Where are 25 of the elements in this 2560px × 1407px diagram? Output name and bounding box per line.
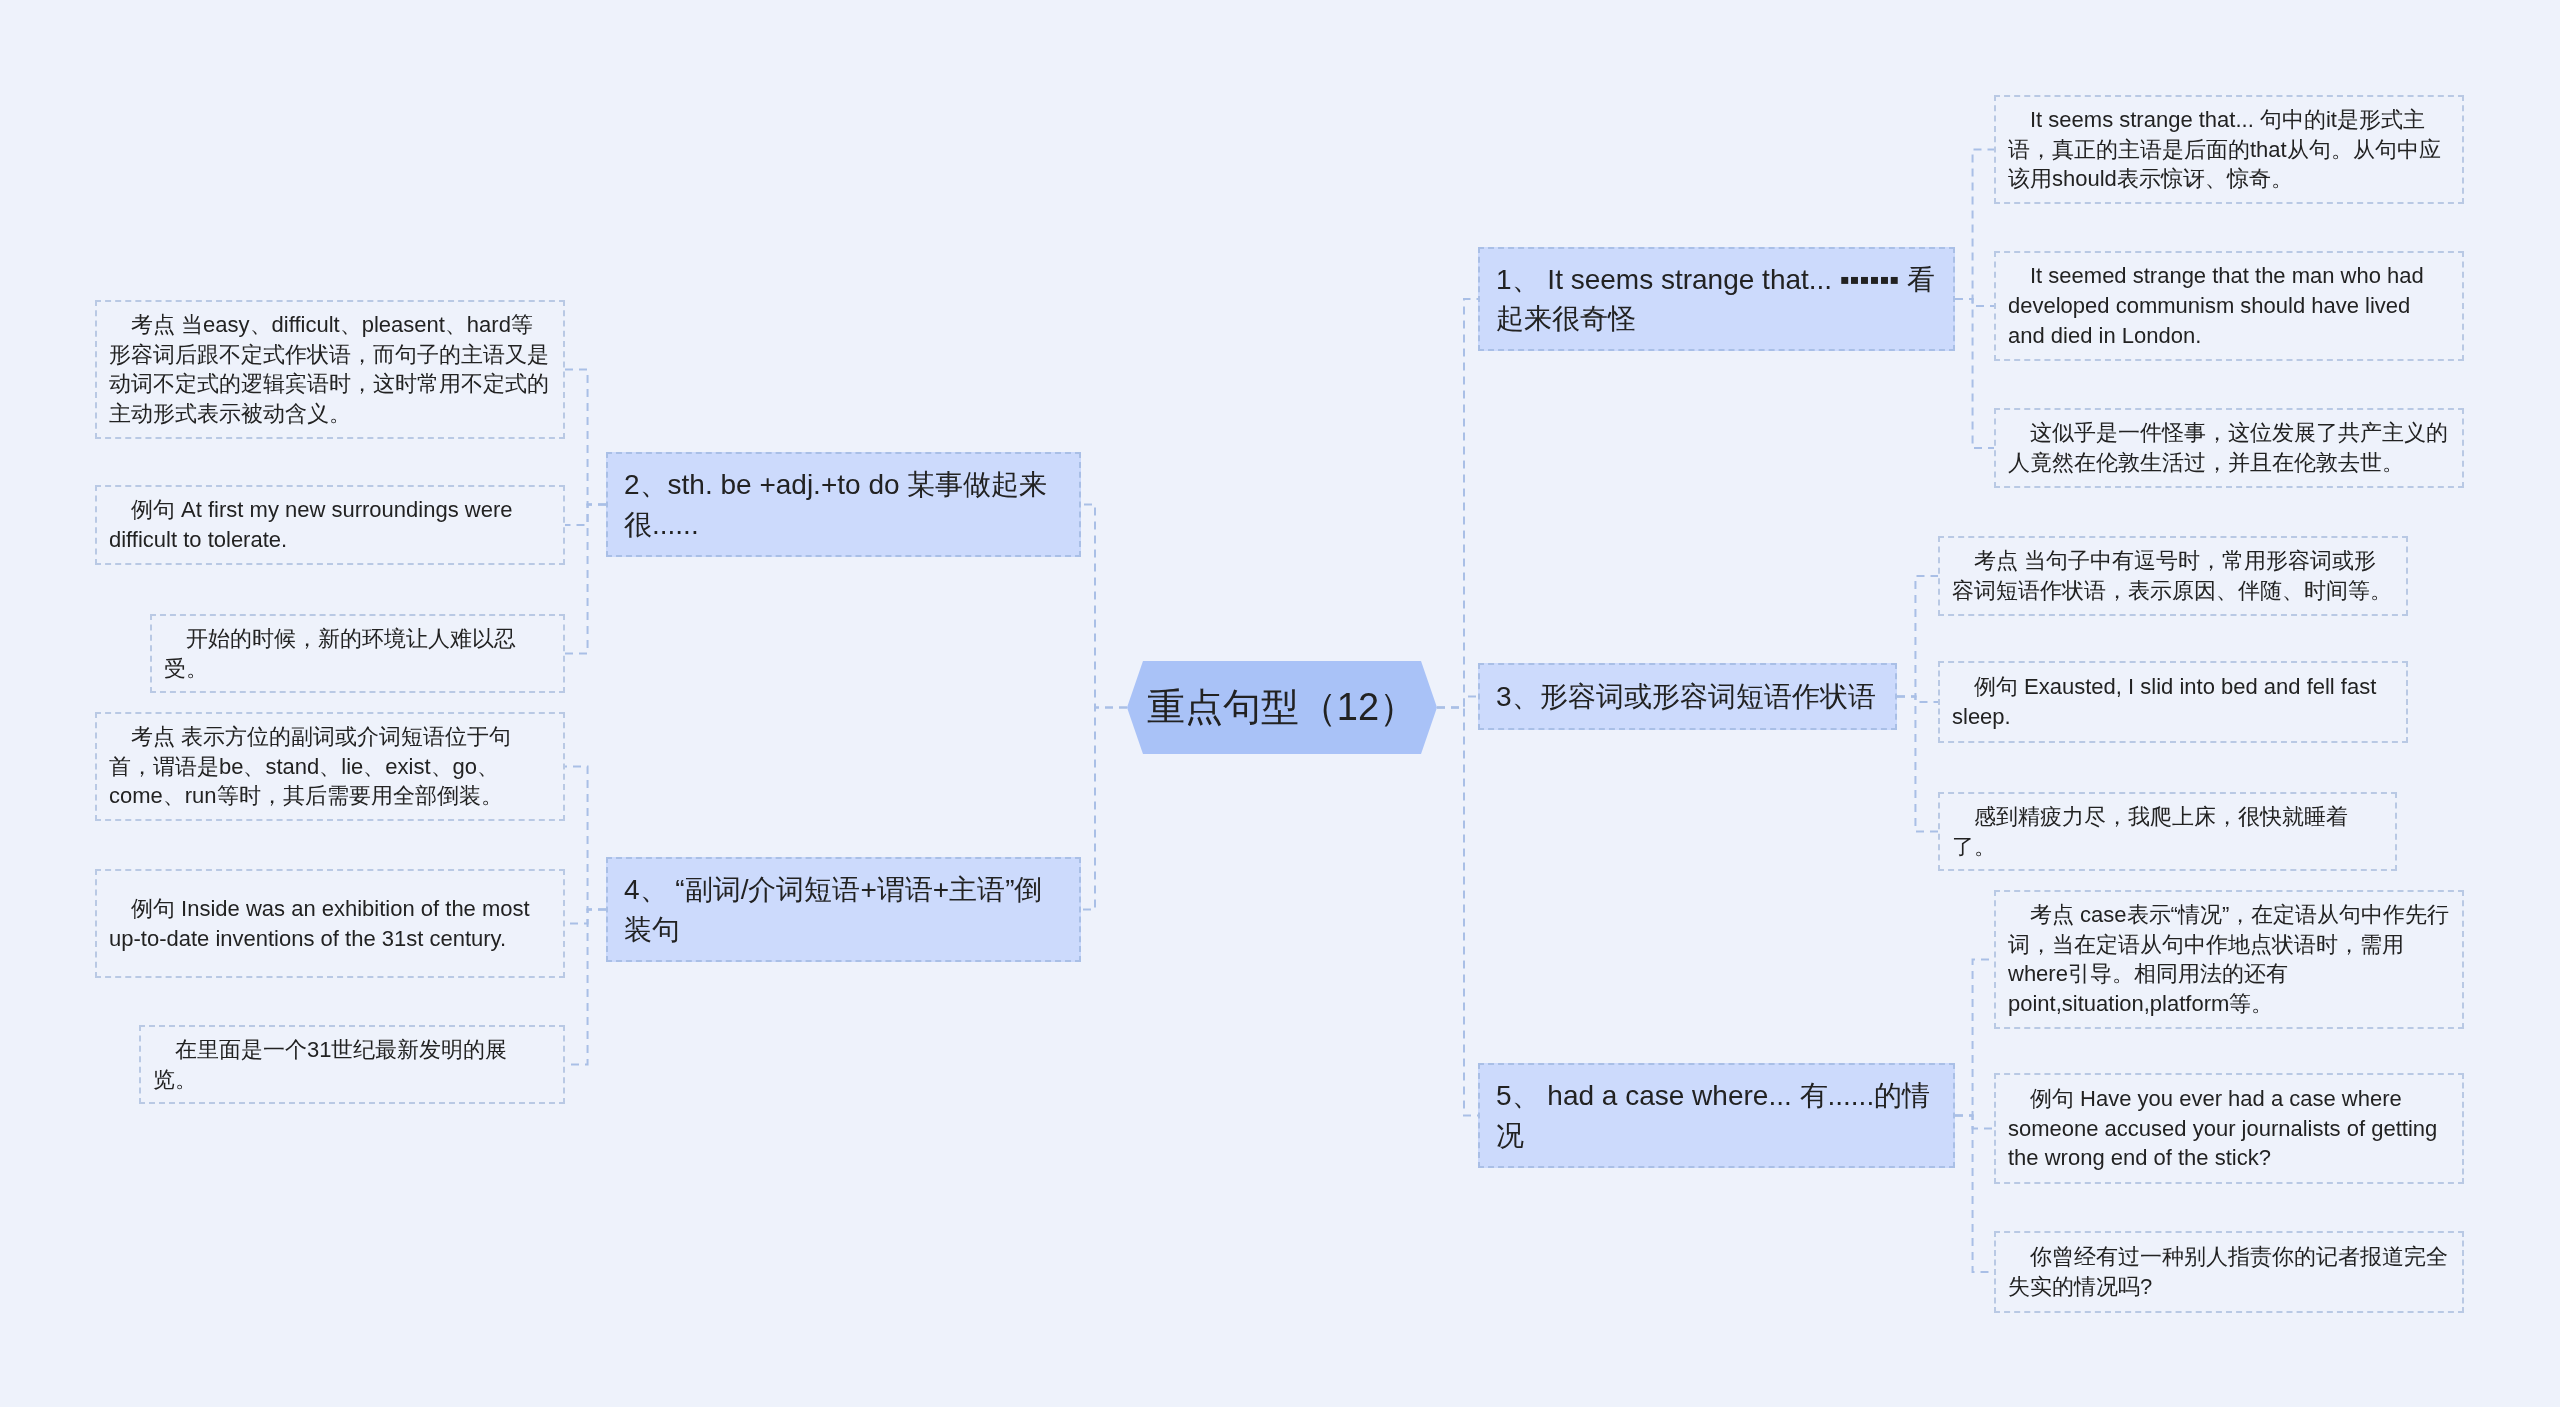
note-box: 考点 表示方位的副词或介词短语位于句首，谓语是be、stand、lie、exist、go、come、run等时，其后需要用全部倒装。 [95, 712, 565, 822]
note-box: 这似乎是一件怪事，这位发展了共产主义的人竟然在伦敦生活过，并且在伦敦去世。 [1994, 408, 2464, 488]
note-box: 例句 Exausted, I slid into bed and fell fast sleep. [1938, 661, 2408, 743]
note-box: It seems strange that... 句中的it是形式主语，真正的主语是后面的that从句。从句中应该用should表示惊讶、惊奇。 [1994, 95, 2464, 205]
topic-box: 1、 It seems strange that... ▪▪▪▪▪▪ 看起来很奇怪 [1478, 247, 1955, 351]
note-box: 考点 当easy、difficult、pleasent、hard等形容词后跟不定式作状语，而句子的主语又是动词不定式的逻辑宾语时，这时常用不定式的主动形式表示被动含义。 [95, 300, 565, 439]
topic-box: 5、 had a case where... 有......的情况 [1478, 1063, 1955, 1168]
note-box: 感到精疲力尽，我爬上床，很快就睡着了。 [1938, 792, 2397, 872]
connector-line [1954, 298, 1995, 449]
note-box: 在里面是一个31世纪最新发明的展览。 [139, 1025, 565, 1105]
note-box: 你曾经有过一种别人指责你的记者报道完全失实的情况吗? [1994, 1231, 2464, 1313]
topic-box: 4、 “副词/介词短语+谓语+主语”倒装句 [606, 857, 1081, 962]
note-box: 开始的时候，新的环境让人难以忍受。 [150, 614, 565, 694]
note-box: It seemed strange that the man who had developed communism should have lived and died in London. [1994, 251, 2464, 361]
note-box: 考点 case表示“情况”，在定语从句中作先行词，当在定语从句中作地点状语时，需用where引导。相同用法的还有point,situation,platform等。 [1994, 890, 2464, 1029]
connector-line [1896, 695, 1939, 833]
note-box: 例句 Inside was an exhibition of the most up-to-date inventions of the 31st century. [95, 869, 565, 978]
connector-line [1080, 706, 1128, 911]
note-box: 考点 当句子中有逗号时，常用形容词或形容词短语作状语，表示原因、伴随、时间等。 [1938, 536, 2408, 616]
topic-box: 3、形容词或形容词短语作状语 [1478, 663, 1897, 730]
central-topic-hexagon: 重点句型（12） [1127, 661, 1437, 754]
note-box: 例句 Have you ever had a case where someone accused your journalists of getting the wrong end of the stick? [1994, 1073, 2464, 1184]
connector-line [564, 503, 607, 655]
note-box: 例句 At first my new surroundings were difficult to tolerate. [95, 485, 565, 565]
topic-box: 2、sth. be +adj.+to do 某事做起来很...... [606, 452, 1081, 557]
